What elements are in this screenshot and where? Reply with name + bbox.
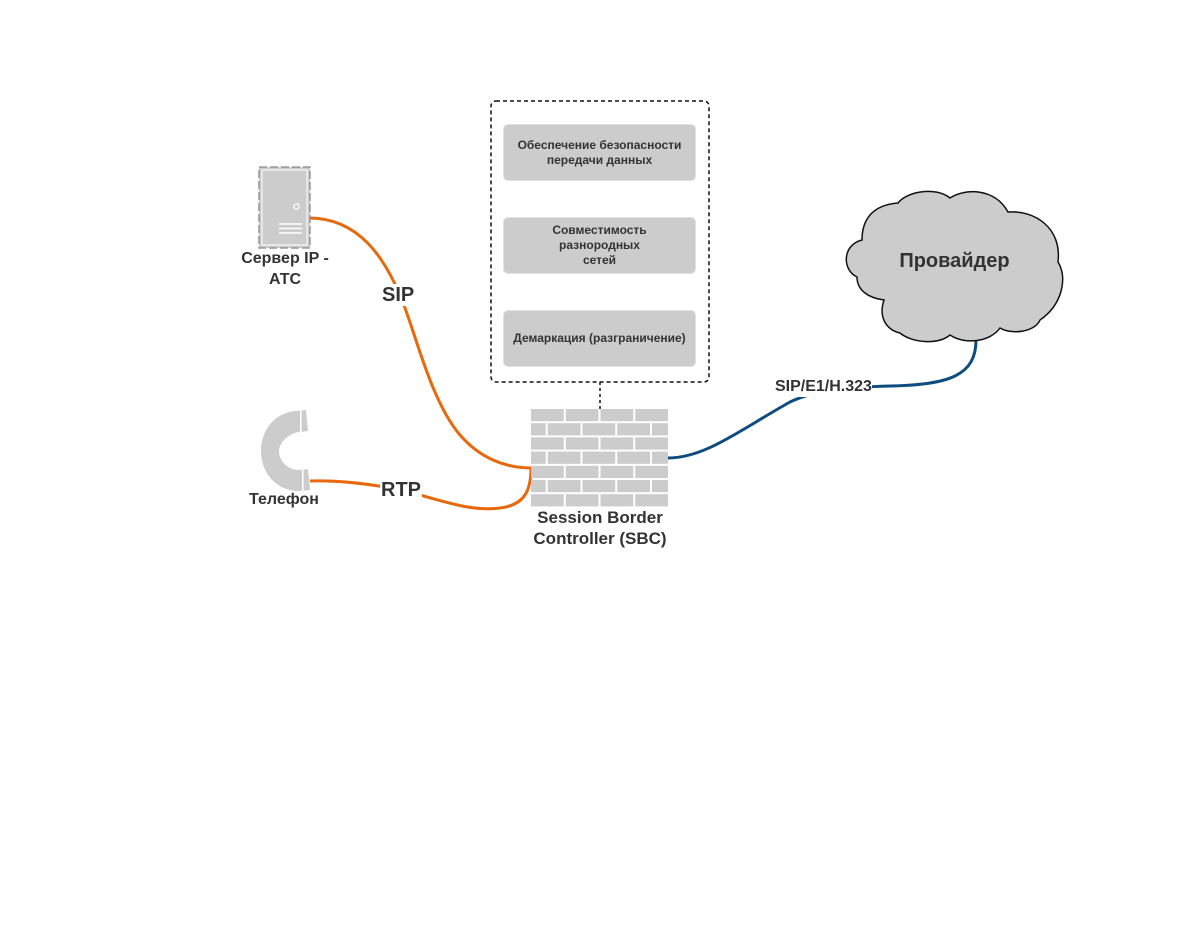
link-server-sbc[interactable]: [308, 216, 532, 470]
server-label-line1: Сервер IP -: [241, 250, 329, 267]
brick: [531, 480, 546, 493]
function-label-line: Совместимость разнородных: [552, 223, 647, 252]
function-label-line: сетей: [582, 253, 617, 267]
brick: [531, 465, 564, 478]
brick: [565, 465, 599, 478]
brick: [547, 423, 581, 436]
phone-handset-icon[interactable]: [261, 410, 310, 492]
brick: [635, 409, 668, 422]
link-sbc-provider[interactable]: [667, 339, 978, 460]
brick: [651, 480, 668, 493]
link-label-sip: SIP: [381, 284, 416, 306]
server-icon[interactable]: [258, 166, 311, 249]
cloud-icon[interactable]: [845, 190, 1064, 343]
brick: [547, 451, 581, 464]
link-phone-sbc[interactable]: [309, 467, 533, 511]
brick: [600, 494, 634, 507]
brick: [600, 409, 634, 422]
brick: [565, 409, 599, 422]
server-label-line2: АТС: [268, 271, 302, 288]
brick: [617, 480, 650, 493]
brick: [582, 451, 616, 464]
brick: [617, 423, 650, 436]
link-label-rtp: RTP: [380, 479, 422, 501]
sbc-label: Session Border Controller (SBC): [510, 507, 690, 549]
brick: [635, 437, 668, 450]
function-label-line: Обеспечение безопасности: [517, 137, 682, 152]
brick: [531, 423, 546, 436]
brick: [617, 451, 650, 464]
brick: [531, 494, 564, 507]
brick: [600, 437, 634, 450]
brick: [531, 451, 546, 464]
brick: [600, 465, 634, 478]
brick: [651, 423, 668, 436]
brick: [635, 465, 668, 478]
brick: [582, 480, 616, 493]
server-label: Сервер IP - АТС: [229, 248, 341, 290]
function-label-line: передачи данных: [546, 152, 653, 167]
sbc-label-line1: Session Border: [537, 508, 663, 527]
function-label-line: Демаркация (разграничение): [513, 331, 686, 345]
provider-label: Провайдер: [899, 250, 1010, 272]
brick: [651, 451, 668, 464]
phone-label: Телефон: [249, 491, 319, 508]
brick: [547, 480, 581, 493]
function-box-demarcation[interactable]: Демаркация (разграничение): [504, 311, 695, 366]
brick: [565, 437, 599, 450]
firewall-brick-wall-icon[interactable]: [531, 409, 668, 507]
link-label-sip-e1-h323: SIP/E1/H.323: [775, 377, 872, 397]
brick: [635, 494, 668, 507]
brick: [531, 437, 564, 450]
brick: [582, 423, 616, 436]
brick: [565, 494, 599, 507]
sbc-label-line2: Controller (SBC): [533, 529, 667, 548]
brick: [531, 409, 564, 422]
